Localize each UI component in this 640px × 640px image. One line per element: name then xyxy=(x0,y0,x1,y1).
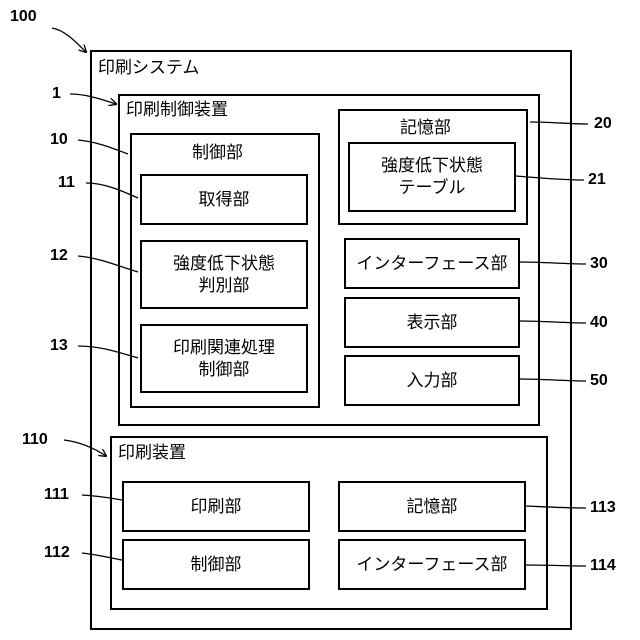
ref-10: 10 xyxy=(50,131,68,149)
printer-title: 印刷装置 xyxy=(118,443,186,463)
ref-21: 21 xyxy=(588,171,606,189)
control-unit-title: 制御部 xyxy=(192,143,243,163)
print-process-control-box: 印刷関連処理 制御部 xyxy=(140,324,308,393)
leader-100 xyxy=(52,28,86,52)
ref-110: 110 xyxy=(22,431,48,449)
interface-unit-label: インターフェース部 xyxy=(356,253,507,275)
ref-40: 40 xyxy=(590,314,608,332)
ref-112: 112 xyxy=(44,544,70,562)
ref-111: 111 xyxy=(44,486,69,504)
ref-100: 100 xyxy=(10,8,37,26)
strength-judge-label-line1: 強度低下状態 xyxy=(173,253,275,275)
ref-50: 50 xyxy=(590,372,608,390)
strength-judge-label-line2: 判別部 xyxy=(173,275,275,297)
input-unit-label: 入力部 xyxy=(407,370,458,392)
strength-judge-unit-box: 強度低下状態 判別部 xyxy=(140,240,308,309)
strength-table-label-line1: 強度低下状態 xyxy=(381,155,483,177)
ref-13: 13 xyxy=(50,337,68,355)
ref-113: 113 xyxy=(590,499,616,517)
printer-interface-unit-label: インターフェース部 xyxy=(356,554,507,576)
printer-storage-unit-box: 記憶部 xyxy=(338,481,526,532)
print-system-title: 印刷システム xyxy=(98,58,200,78)
print-controller-title: 印刷制御装置 xyxy=(126,100,228,120)
ref-114: 114 xyxy=(590,557,616,575)
strength-table-box: 強度低下状態 テーブル xyxy=(348,142,516,212)
acquisition-unit-box: 取得部 xyxy=(140,174,308,225)
acquisition-unit-label: 取得部 xyxy=(199,189,250,211)
display-unit-label: 表示部 xyxy=(407,312,458,334)
storage-unit-title: 記憶部 xyxy=(400,118,451,138)
input-unit-box: 入力部 xyxy=(344,355,520,406)
printer-print-unit-label: 印刷部 xyxy=(191,496,242,518)
strength-table-label-line2: テーブル xyxy=(381,177,483,199)
printer-control-unit-label: 制御部 xyxy=(191,554,242,576)
ref-12: 12 xyxy=(50,247,68,265)
printer-storage-unit-label: 記憶部 xyxy=(407,496,458,518)
printer-print-unit-box: 印刷部 xyxy=(122,481,310,532)
interface-unit-box: インターフェース部 xyxy=(344,238,520,289)
ref-1: 1 xyxy=(52,85,61,103)
ref-20: 20 xyxy=(594,115,612,133)
print-process-label-line2: 制御部 xyxy=(173,359,275,381)
printer-control-unit-box: 制御部 xyxy=(122,539,310,590)
ref-11: 11 xyxy=(58,174,75,192)
printer-interface-unit-box: インターフェース部 xyxy=(338,539,526,590)
display-unit-box: 表示部 xyxy=(344,297,520,348)
print-process-label-line1: 印刷関連処理 xyxy=(173,337,275,359)
ref-30: 30 xyxy=(590,255,608,273)
